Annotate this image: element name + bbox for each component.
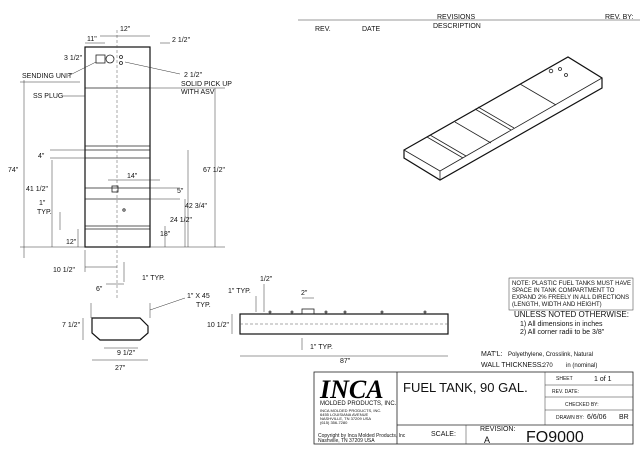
- dim-7-5: 7 1/2": [62, 322, 81, 329]
- note-1: 1) All dimensions in inches: [520, 321, 603, 328]
- side-fitting: [301, 308, 315, 315]
- unless-noted-label: UNLESS NOTED OTHERWISE:: [514, 310, 629, 319]
- dim-1: 1": [39, 200, 46, 207]
- dim-87: 87": [340, 358, 351, 365]
- rev-label: REV.: [315, 26, 331, 33]
- plastic-note-line-4: (LENGTH, WIDTH AND HEIGHT): [512, 302, 602, 308]
- material-label: MAT'L:: [481, 351, 502, 358]
- dim-10-5: 10 1/2": [53, 267, 75, 274]
- dim-6: 6": [96, 286, 103, 293]
- part-number: FO9000: [526, 429, 584, 446]
- drawing-title: FUEL TANK, 90 GAL.: [403, 380, 528, 395]
- revision-value: A: [484, 435, 490, 445]
- plastic-note-line-2: SPACE IN TANK COMPARTMENT TO: [512, 288, 615, 294]
- ss-plug-fitting: [111, 185, 119, 193]
- dim-74: 74": [8, 167, 19, 174]
- dim-9-5: 9 1/2": [117, 350, 136, 357]
- dim-12-left: 12": [66, 239, 77, 246]
- ss-plug-label: SS PLUG: [33, 93, 63, 100]
- drawn-by-initials: BR: [619, 414, 629, 421]
- revision-header: REV. DATE REVISIONS DESCRIPTION REV. BY:: [298, 14, 640, 33]
- typ-label: TYP.: [37, 209, 52, 216]
- drawn-by-label: DRAWN BY:: [556, 415, 584, 421]
- address-line-3: NASHVILLE, TN 37209 USA: [320, 416, 371, 421]
- tank-top-outline: [84, 46, 151, 248]
- top-view: 12" 11" 3 1/2" 2 1/2" 2 1/2" SOLID PICK …: [8, 26, 232, 300]
- isometric-view: [403, 56, 603, 181]
- revision-label: REVISION:: [480, 426, 515, 433]
- dim-27: 27": [115, 365, 126, 372]
- dim-half: 1/2": [260, 276, 273, 283]
- dim-12-top: 12": [120, 26, 131, 33]
- copyright-line-1: Copyright by Inca Molded Products, Inc: [318, 433, 406, 439]
- with-asv-label: WITH ASV: [181, 89, 215, 96]
- drawn-date: 6/6/06: [587, 414, 607, 421]
- dim-41-5: 41 1/2": [26, 186, 48, 193]
- solid-pickup-label: SOLID PICK UP: [181, 81, 232, 88]
- description-label: DESCRIPTION: [433, 23, 481, 30]
- checked-by-label: CHECKED BY:: [565, 402, 599, 408]
- title-block: INCA MOLDED PRODUCTS, INC. INCA MOLDED P…: [313, 371, 634, 446]
- rev-by-label: REV. BY:: [605, 14, 634, 21]
- dim-10-5-side: 10 1/2": [207, 322, 229, 329]
- dim-1-typ-side: 1" TYP.: [228, 288, 251, 295]
- sending-unit-label: SENDING UNIT: [22, 73, 73, 80]
- end-view: 1" X 45 TYP. 7 1/2" 9 1/2" 27": [62, 293, 211, 372]
- dim-5: 5": [177, 188, 184, 195]
- inca-logo: INCA: [319, 375, 384, 404]
- wall-thickness-label: WALL THICKNESS:: [481, 362, 543, 369]
- dim-2-5-a: 2 1/2": [172, 37, 191, 44]
- side-view: 1/2" 1" TYP. 2" 10 1/2" 1" TYP. 87": [207, 276, 449, 365]
- material-value: Polyethylene, Crosslink, Natural: [508, 352, 593, 358]
- address-line-4: (615) 356-7280: [320, 420, 348, 425]
- rev-date-label: REV. DATE:: [552, 389, 579, 395]
- dim-18: 18": [160, 231, 171, 238]
- dim-1-typ-top: 1" TYP.: [142, 275, 165, 282]
- dim-24-5: 24 1/2": [170, 217, 192, 224]
- sending-unit-fitting: [95, 54, 106, 64]
- dim-11: 11": [87, 36, 97, 43]
- dim-2: 2": [301, 290, 308, 297]
- dim-67-5: 67 1/2": [203, 167, 225, 174]
- address-line-1: INCA MOLDED PRODUCTS, INC.: [320, 408, 381, 413]
- dim-42-75: 42 3/4": [185, 203, 207, 210]
- wall-thickness-value: .270: [541, 363, 553, 369]
- dim-1-typ-side-b: 1" TYP.: [310, 344, 333, 351]
- dim-4: 4": [38, 153, 45, 160]
- note-2: 2) All corner radii to be 3/8": [520, 329, 605, 336]
- dim-3-5: 3 1/2": [64, 55, 83, 62]
- dim-2-5-b: 2 1/2": [184, 72, 203, 79]
- plastic-note-line-1: NOTE: PLASTIC FUEL TANKS MUST HAVE: [512, 281, 631, 287]
- sheet-value: 1 of 1: [594, 376, 612, 383]
- wall-thickness-unit: in (nominal): [566, 363, 597, 369]
- tank-end-outline: [91, 317, 149, 341]
- scale-label: SCALE:: [431, 431, 456, 438]
- chamfer-label: 1" X 45: [187, 293, 210, 300]
- copyright-line-2: Nashville, TN 37209 USA: [318, 438, 375, 444]
- address-line-2: 6455 LOUISIANA AVENUE: [320, 412, 369, 417]
- dim-14: 14": [127, 173, 138, 180]
- notes-block: NOTE: PLASTIC FUEL TANKS MUST HAVE SPACE…: [481, 277, 634, 369]
- revisions-label: REVISIONS: [437, 14, 475, 21]
- date-label: DATE: [362, 26, 380, 33]
- chamfer-typ-label: TYP.: [196, 302, 211, 309]
- plastic-note-line-3: EXPAND 2% FREELY IN ALL DIRECTIONS: [512, 295, 629, 301]
- sheet-label: SHEET: [556, 376, 573, 382]
- logo-subtitle: MOLDED PRODUCTS, INC.: [320, 401, 397, 407]
- iso-tank-outline: [403, 56, 603, 181]
- pickup-fitting: [105, 54, 115, 64]
